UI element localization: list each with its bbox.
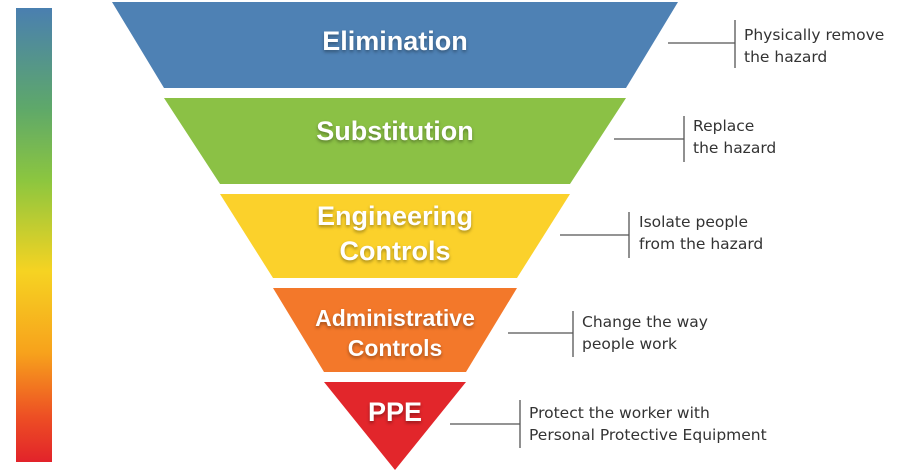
level-substitution-band	[164, 98, 626, 184]
level-substitution-label: Substitution	[316, 116, 474, 146]
level-ppe-band	[324, 382, 466, 470]
level-engineering-band	[220, 194, 570, 278]
level-elimination-description: Physically remove the hazard	[744, 26, 885, 66]
level-ppe-description: Protect the worker with Personal Protect…	[529, 404, 767, 444]
level-administrative-band	[273, 288, 517, 372]
effectiveness-gradient-bar	[16, 8, 52, 462]
level-administrative-description: Change the way people work	[582, 313, 708, 353]
level-administrative-label: Administrative Controls	[315, 305, 475, 361]
level-engineering-description: Isolate people from the hazard	[639, 213, 764, 253]
level-elimination-label: Elimination	[322, 26, 468, 56]
level-ppe-label: PPE	[367, 397, 423, 427]
level-engineering-label: Engineering Controls	[316, 201, 473, 266]
level-substitution-description: Replace the hazard	[693, 117, 777, 157]
level-elimination-band	[112, 2, 678, 88]
